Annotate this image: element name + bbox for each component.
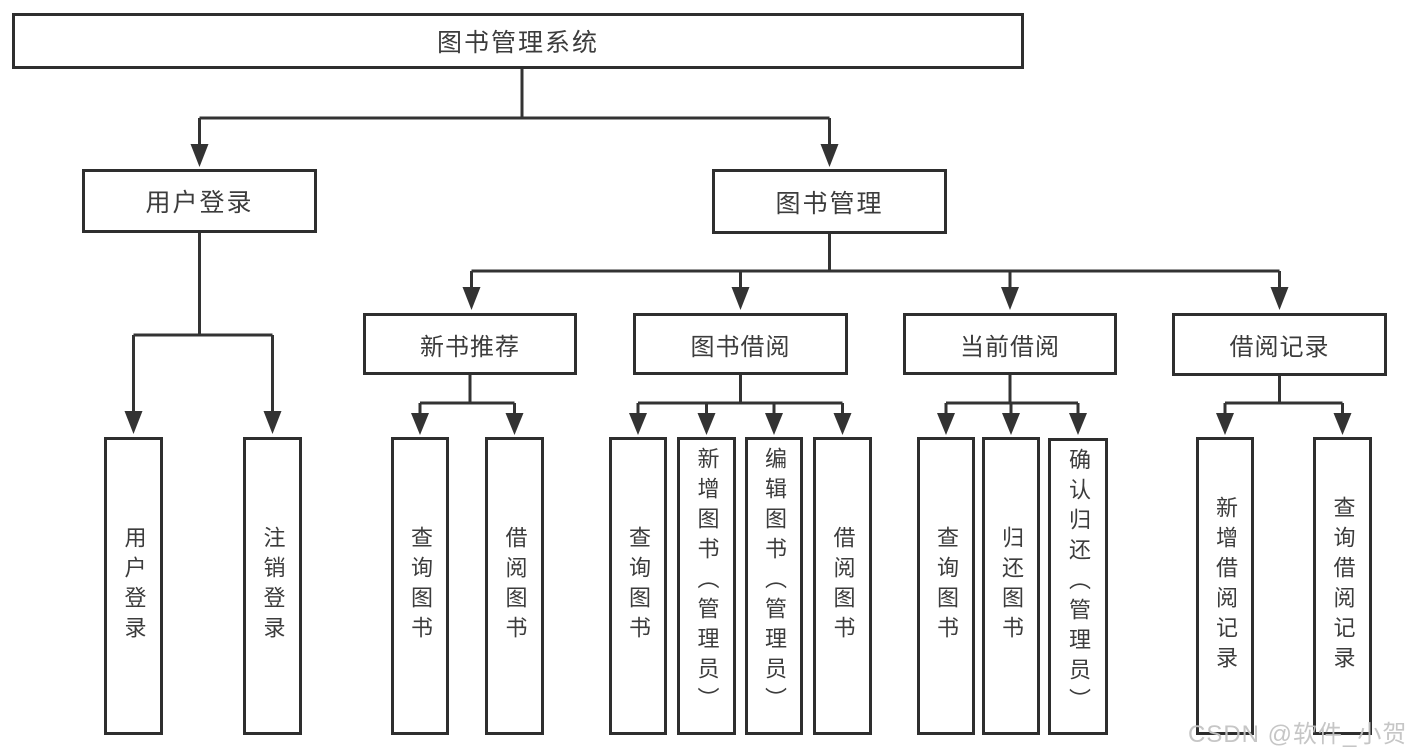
arrow-down-icon [765, 413, 783, 435]
arrow-down-icon [629, 413, 647, 435]
arrow-down-icon [1216, 413, 1234, 435]
leaf-label: 查询图书 [626, 526, 651, 646]
node-current-borrow: 当前借阅 [903, 313, 1117, 375]
arrow-down-icon [1270, 287, 1289, 310]
arrowheads [124, 144, 1352, 435]
arrow-down-icon [190, 144, 209, 167]
leaf-label: 借阅图书 [830, 526, 856, 646]
arrow-down-icon [411, 413, 429, 435]
csdn-watermark: CSDN @软件_小贺同学 [1188, 721, 1405, 747]
leaf-label: 归还图书 [999, 526, 1024, 646]
arrow-down-icon [833, 413, 852, 435]
node-label: 图书管理 [775, 189, 884, 218]
node-user-login: 用户登录 [82, 169, 317, 233]
leaf-query-book-2: 查询图书 [609, 437, 667, 735]
leaf-add-borrow-record: 新增借阅记录 [1196, 437, 1254, 735]
leaf-label: 用户登录 [121, 526, 147, 646]
arrow-down-icon [1333, 413, 1352, 435]
node-label: 当前借阅 [960, 333, 1060, 361]
leaf-borrow-book-1: 借阅图书 [485, 437, 544, 735]
leaf-confirm-return-admin: 确认归还（管理员） [1048, 438, 1108, 735]
leaf-label: 注销登录 [260, 526, 286, 646]
node-borrow-records: 借阅记录 [1172, 313, 1387, 376]
node-label: 新书推荐 [420, 333, 520, 361]
node-root-system: 图书管理系统 [12, 13, 1024, 69]
leaf-label: 查询借阅记录 [1330, 496, 1356, 676]
leaf-add-book-admin: 新增图书（管理员） [677, 437, 736, 735]
arrow-down-icon [1001, 287, 1019, 310]
arrow-down-icon [1002, 413, 1020, 435]
leaf-query-borrow-record: 查询借阅记录 [1313, 437, 1372, 735]
leaf-label: 新增借阅记录 [1213, 496, 1238, 676]
leaf-query-book-3: 查询图书 [917, 437, 975, 735]
node-new-book-recommend: 新书推荐 [363, 313, 577, 375]
node-label: 图书借阅 [690, 333, 791, 361]
node-book-borrow: 图书借阅 [633, 313, 848, 375]
leaf-label: 查询图书 [408, 526, 433, 646]
arrow-down-icon [820, 144, 839, 167]
arrow-down-icon [263, 411, 282, 434]
leaf-logout: 注销登录 [243, 437, 302, 735]
arrow-down-icon [505, 413, 524, 435]
arrow-down-icon [937, 413, 955, 435]
node-label: 用户登录 [145, 189, 254, 217]
leaf-label: 查询图书 [934, 526, 959, 646]
leaf-user-login: 用户登录 [104, 437, 163, 735]
leaf-edit-book-admin: 编辑图书（管理员） [745, 437, 803, 735]
leaf-return-book: 归还图书 [982, 437, 1040, 735]
node-label: 图书管理系统 [436, 29, 599, 57]
node-book-management: 图书管理 [712, 169, 947, 234]
leaf-label: 新增图书（管理员） [694, 447, 720, 717]
leaf-label: 借阅图书 [502, 526, 528, 646]
leaf-label: 确认归还（管理员） [1066, 448, 1091, 718]
leaf-label: 编辑图书（管理员） [762, 447, 787, 717]
arrow-down-icon [697, 413, 716, 435]
connector-path [132, 69, 1344, 415]
arrow-down-icon [1069, 413, 1087, 435]
leaf-query-book-1: 查询图书 [391, 437, 449, 735]
arrow-down-icon [124, 411, 143, 434]
node-label: 借阅记录 [1229, 334, 1330, 361]
leaf-borrow-book-2: 借阅图书 [813, 437, 872, 735]
arrow-down-icon [462, 287, 481, 310]
arrow-down-icon [731, 287, 750, 310]
